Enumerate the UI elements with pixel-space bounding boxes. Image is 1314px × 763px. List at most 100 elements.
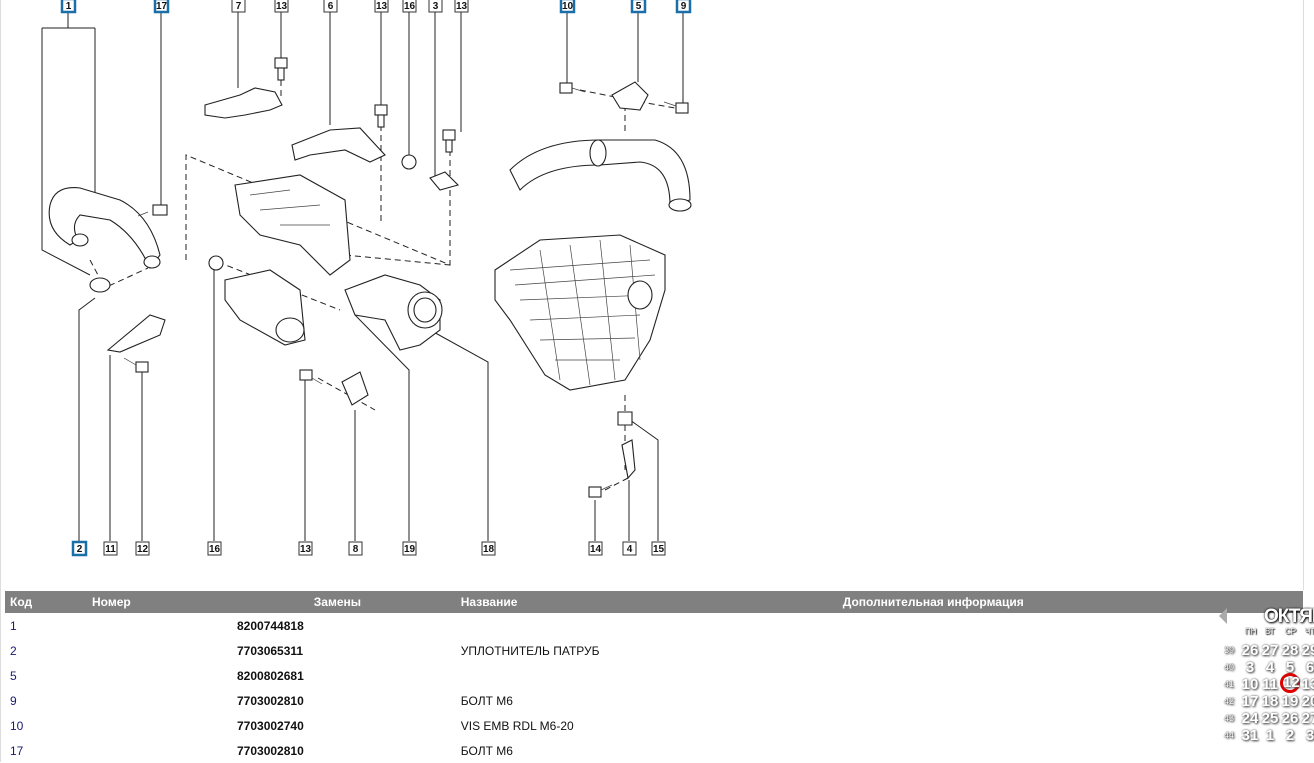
calendar-day[interactable]: 19 — [1281, 693, 1299, 710]
col-replacements[interactable]: Замены — [308, 591, 456, 613]
calendar-day[interactable]: 1 — [1265, 727, 1275, 744]
intake-hose — [48, 187, 161, 270]
callout-label: 11 — [105, 544, 116, 555]
callout-11: 11 — [103, 541, 118, 556]
col-name[interactable]: Название — [455, 591, 838, 613]
callout-10[interactable]: 10 — [559, 0, 576, 14]
table-row[interactable]: 10 7703002740 VIS EMB RDL M6-20 — [5, 713, 1303, 738]
callout-label: 13 — [300, 544, 312, 555]
callout-16: 16 — [207, 541, 222, 556]
callout-13: 13 — [274, 0, 289, 13]
calendar-day[interactable]: 26 — [1281, 710, 1299, 727]
calendar-day[interactable]: 3 — [1305, 727, 1314, 744]
calendar-day[interactable]: 17 — [1241, 693, 1259, 710]
col-info[interactable]: Дополнительная информация — [837, 591, 1303, 613]
callout-2[interactable]: 2 — [71, 540, 88, 557]
calendar-day[interactable]: 13 — [1301, 676, 1314, 693]
bracket-7 — [204, 87, 283, 119]
callout-label: 14 — [590, 544, 602, 555]
cell-number: 7703002740 — [237, 718, 304, 733]
cell-code: 9 — [10, 693, 17, 708]
weekday-label: СР — [1285, 627, 1297, 636]
calendar-day[interactable]: 31 — [1241, 727, 1259, 744]
calendar-day[interactable]: 27 — [1301, 710, 1314, 727]
part-drawings — [48, 57, 692, 498]
callout-5[interactable]: 5 — [630, 0, 647, 14]
parts-table: Код Номер Замены Название Дополнительная… — [5, 591, 1303, 763]
washer-16 — [401, 154, 417, 170]
week-number: 43 — [1224, 713, 1235, 723]
callout-1[interactable]: 1 — [60, 0, 77, 14]
calendar-day[interactable]: 6 — [1305, 659, 1314, 676]
cell-name: VIS EMB RDL M6-20 — [460, 718, 574, 733]
callout-label: 16 — [209, 544, 221, 555]
bracket-5 — [611, 81, 649, 111]
calendar-day[interactable]: 2 — [1285, 727, 1295, 744]
weekday-label: ВТ — [1265, 627, 1275, 636]
page-border-left — [0, 0, 1, 762]
calendar-day[interactable]: 24 — [1241, 710, 1259, 727]
cell-code: 10 — [10, 718, 24, 733]
calendar-day[interactable]: 10 — [1241, 676, 1259, 693]
callout-9[interactable]: 9 — [675, 0, 692, 14]
calendar-day[interactable]: 3 — [1245, 659, 1255, 676]
hose-end — [71, 233, 89, 247]
callout-label: 2 — [77, 544, 83, 555]
callout-3: 3 — [428, 0, 443, 13]
washer-16b — [208, 255, 224, 271]
calendar-day[interactable]: 29 — [1301, 642, 1314, 659]
cell-number: 7703002810 — [237, 743, 304, 758]
calendar-day[interactable]: 5 — [1285, 659, 1295, 676]
calendar-day[interactable]: 28 — [1281, 642, 1299, 659]
callout-label: 18 — [483, 544, 495, 555]
callout-14: 14 — [588, 541, 603, 556]
callout-label: 13 — [456, 1, 468, 12]
calendar-day[interactable]: 11 — [1262, 676, 1278, 693]
clip-3 — [429, 171, 460, 191]
week-number: 44 — [1224, 730, 1235, 740]
calendar-day[interactable]: 4 — [1265, 659, 1275, 676]
cell-name — [456, 663, 838, 688]
callout-label: 17 — [156, 1, 168, 12]
callout-label: 15 — [653, 544, 665, 555]
bolt-13a — [274, 57, 288, 81]
calendar-widget: ОКТЯБРЬ ПНВТСРЧТ392627282940345641101112… — [1214, 604, 1314, 762]
page-border-right — [1303, 0, 1304, 590]
callout-12: 12 — [135, 541, 150, 556]
calendar-day[interactable]: 27 — [1261, 642, 1279, 659]
calendar-day-today[interactable]: 12 — [1280, 673, 1300, 693]
bolt-17 — [137, 204, 168, 217]
callout-16: 16 — [402, 0, 417, 13]
bolt-13d — [299, 369, 323, 385]
callout-label: 10 — [562, 1, 574, 12]
throttle-housing-19 — [344, 274, 441, 351]
col-code[interactable]: Код — [5, 591, 87, 613]
callout-17[interactable]: 17 — [153, 0, 170, 14]
prev-month-arrow-icon[interactable] — [1219, 608, 1227, 624]
callout-label: 5 — [636, 1, 642, 12]
cell-name: БОЛТ М6 — [460, 743, 513, 758]
col-number[interactable]: Номер — [87, 591, 309, 613]
callout-label: 13 — [276, 1, 288, 12]
bracket-11 — [106, 314, 166, 353]
calendar-day[interactable]: 18 — [1261, 693, 1279, 710]
cell-name: БОЛТ М6 — [460, 693, 513, 708]
cell-number: 7703065311 — [237, 643, 304, 658]
callout-label: 13 — [376, 1, 388, 12]
cell-replacements — [309, 688, 456, 713]
calendar-day[interactable]: 20 — [1301, 693, 1314, 710]
calendar-month: ОКТЯБРЬ — [1264, 606, 1314, 627]
callout-label: 8 — [353, 544, 359, 555]
callout-label: 7 — [236, 1, 242, 12]
weekday-label: ПН — [1245, 627, 1257, 636]
calendar-day[interactable]: 26 — [1241, 642, 1259, 659]
calendar-day[interactable]: 25 — [1261, 710, 1279, 727]
cell-replacements — [309, 738, 456, 763]
callout-18: 18 — [481, 541, 496, 556]
